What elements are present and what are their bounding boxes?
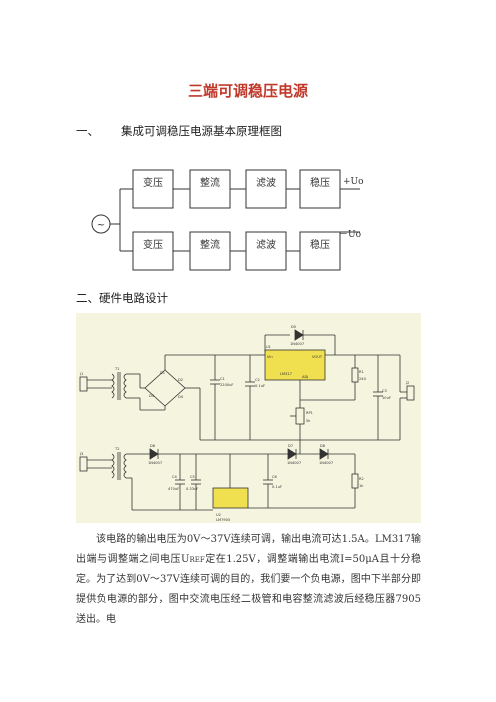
label-c2: C2: [255, 378, 260, 382]
label-d6-value: 1N4007: [148, 461, 162, 465]
block-label: 稳压: [310, 238, 330, 251]
label-c1-value: 2200uF: [220, 383, 234, 387]
label-t2: T2: [114, 447, 119, 451]
label-u1-vout: VOUT: [312, 355, 323, 359]
label-u1-vin: Vin: [267, 355, 273, 359]
block-filter-1: [245, 169, 287, 209]
label-t1: T1: [114, 367, 119, 371]
block-transformer-1: [132, 169, 174, 209]
label-u2: U2: [216, 513, 221, 517]
block-label: 滤波: [256, 238, 276, 251]
block-label: 变压: [143, 176, 163, 189]
output-positive-label: +Uo: [343, 177, 364, 187]
paragraph-text-2: 定在1.25V，调整端输出电流I=50μA且十分稳定。为了达到0V～37V连续可…: [76, 554, 421, 625]
label-rp1-value: 5k: [306, 419, 311, 423]
label-u2-value: LM7905: [216, 518, 230, 522]
label-rp1: RP1: [306, 411, 313, 415]
label-d7-value: 1N4007: [287, 461, 301, 465]
label-u1: U1: [266, 345, 271, 349]
label-d5: D5: [291, 325, 296, 329]
label-c6-value: 0.1uF: [272, 485, 282, 489]
label-c1: C1: [220, 377, 225, 381]
section-title: 集成可调稳压电源基本原理框图: [121, 124, 282, 138]
label-d4: D4: [178, 395, 184, 399]
label-c4-value: 470uF: [168, 487, 179, 491]
label-d3: D3: [149, 394, 154, 398]
label-d1: D1: [160, 371, 165, 375]
label-d8: D8: [320, 444, 326, 448]
block-label: 变压: [143, 238, 163, 251]
block-label: 滤波: [256, 176, 276, 189]
label-u1-adj: ADJ: [302, 375, 308, 379]
block-transformer-2: [132, 231, 174, 271]
block-filter-2: [245, 231, 287, 271]
label-c4: C4: [172, 475, 178, 479]
ac-source-label: ~: [97, 220, 105, 231]
label-c6: C6: [272, 475, 278, 479]
label-r1-value: 240: [359, 377, 367, 381]
block-rectifier-1: [189, 169, 231, 209]
section-number: 一、: [76, 124, 99, 138]
block-label: 稳压: [310, 176, 330, 189]
document-title: 三端可调稳压电源: [187, 82, 308, 100]
body-paragraph: 该电路的输出电压为0V～37V连续可调，输出电流可达1.5A。LM317输出端与…: [76, 530, 421, 630]
label-d6: D6: [150, 444, 156, 448]
label-j1: J1: [79, 372, 83, 376]
label-c2-value: 0.1uF: [255, 384, 265, 388]
label-j3: J3: [79, 452, 83, 456]
label-c5: C5: [190, 475, 195, 479]
label-c5-value: 0.33uF: [186, 487, 198, 491]
block-regulator-2: [299, 231, 341, 271]
label-c3: C3: [382, 389, 387, 393]
label-r1: R1: [359, 370, 364, 374]
ac-source-symbol: [91, 214, 111, 234]
block-label: 整流: [200, 176, 220, 189]
section-heading-2: 二、硬件电路设计: [76, 291, 168, 305]
label-r2-value: 1k: [359, 484, 364, 488]
label-d5-value: 1N4007: [290, 342, 304, 346]
block-rectifier-2: [189, 231, 231, 271]
paragraph-subscript: REF: [189, 556, 205, 564]
block-regulator-1: [299, 169, 341, 209]
block-label: 整流: [200, 238, 220, 251]
schematic-background: [76, 313, 421, 523]
label-d2: D2: [178, 378, 183, 382]
output-negative-label: －Uo: [339, 230, 361, 240]
label-d8-value: 1N4007: [319, 461, 333, 465]
label-r2: R2: [359, 477, 364, 481]
label-j2: J2: [405, 381, 409, 385]
paragraph-text-1: 该电路的输出电压为0V～37V连续可调，输出电流可达1.5A。LM317输出端与…: [76, 534, 421, 565]
label-c3-value: 10uF: [382, 396, 391, 400]
label-d7: D7: [288, 444, 293, 448]
section-heading-1: 一、 集成可调稳压电源基本原理框图: [76, 123, 282, 139]
label-u1-part: LM317: [280, 372, 292, 376]
